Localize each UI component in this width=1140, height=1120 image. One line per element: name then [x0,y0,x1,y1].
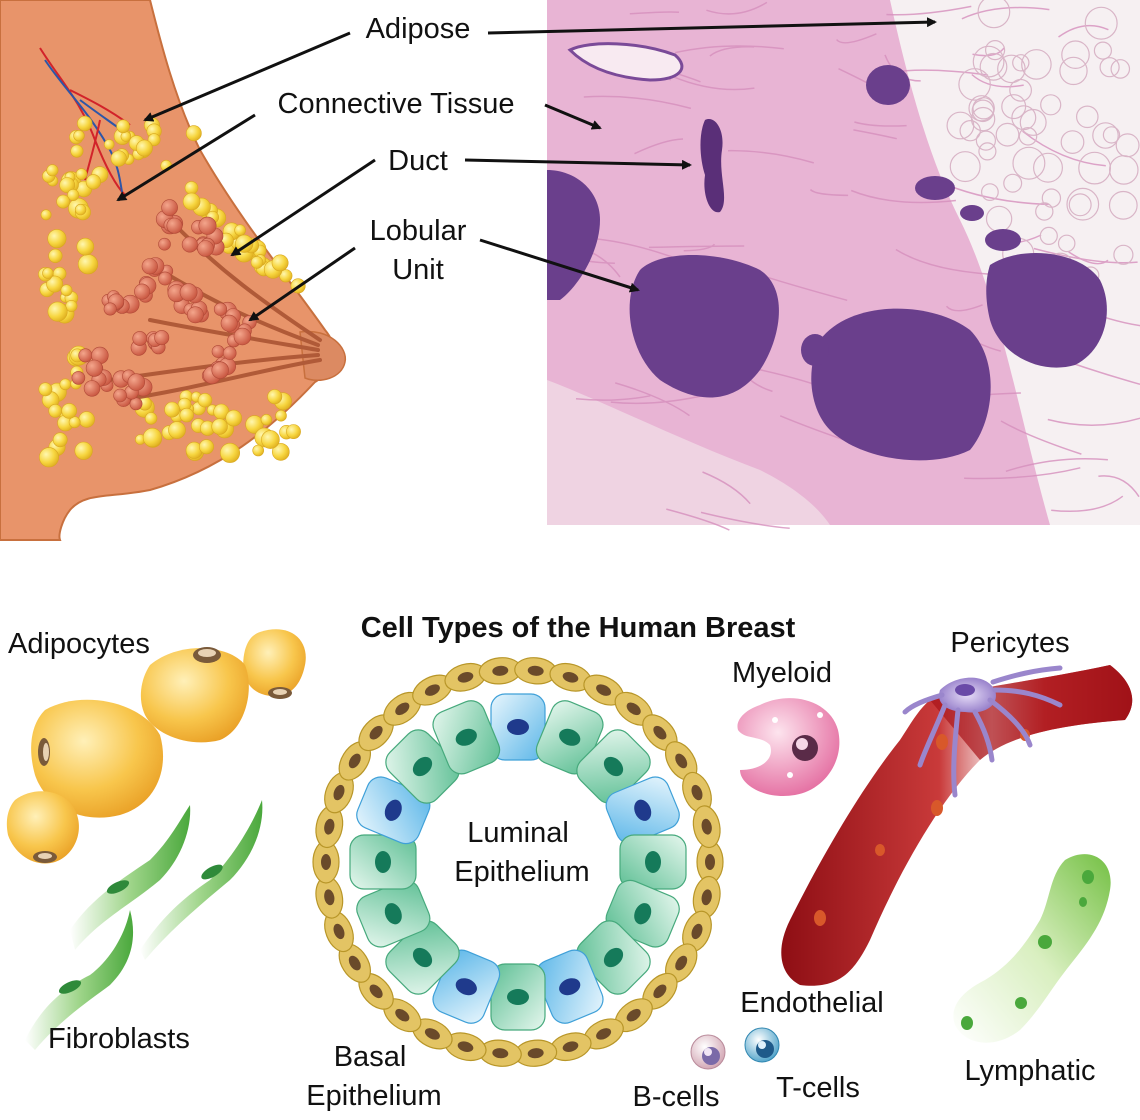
fat-globules [38,115,306,468]
arrow-lobular-right [479,238,640,293]
arrow-adipose-right [487,17,937,35]
arrow-duct-left [230,158,376,257]
t-cell-illustration [744,1027,780,1063]
label-lymphatic: Lymphatic [964,1055,1095,1087]
label-t-cells: T-cells [776,1072,860,1104]
arrow-adipose-left [143,31,351,122]
label-lobular: Lobular [370,215,467,247]
arrow-connective-left [116,113,256,202]
label-adipocytes: Adipocytes [8,628,150,660]
label-epithelium-luminal: Epithelium [454,856,589,888]
label-connective-tissue: Connective Tissue [278,88,515,120]
label-duct: Duct [388,145,448,177]
label-b-cells: B-cells [632,1081,719,1113]
arrow-connective-right [544,103,602,130]
histology-lobules [547,65,1107,461]
label-fibroblasts: Fibroblasts [48,1023,190,1055]
arrow-duct-right [464,158,692,170]
annotation-arrows [116,17,937,322]
lymphatic-vessel-illustration [953,854,1111,1043]
section-title: Cell Types of the Human Breast [361,612,796,644]
fibroblasts-illustration [25,800,263,1050]
label-pericytes: Pericytes [950,627,1069,659]
label-endothelial: Endothelial [740,987,884,1019]
adipocytes-illustration [6,629,306,864]
lobular-units [71,199,257,411]
basal-epithelium-cells [312,657,724,1067]
breast-anatomy-illustration [0,0,346,541]
label-myeloid: Myeloid [732,657,832,689]
epithelial-duct-cross-section [312,657,724,1067]
label-luminal: Luminal [467,817,569,849]
luminal-epithelium-cells [349,693,687,1031]
label-basal: Basal [334,1041,407,1073]
b-cell-illustration [690,1034,726,1070]
label-epithelium-basal: Epithelium [306,1080,441,1112]
myeloid-cell-illustration [737,698,840,796]
arrow-lobular-left [248,246,356,322]
histology-micrograph [547,0,1140,531]
histology-duct [700,119,725,213]
label-unit: Unit [392,254,444,286]
pericyte-cell [902,665,1063,798]
label-adipose: Adipose [366,13,471,45]
